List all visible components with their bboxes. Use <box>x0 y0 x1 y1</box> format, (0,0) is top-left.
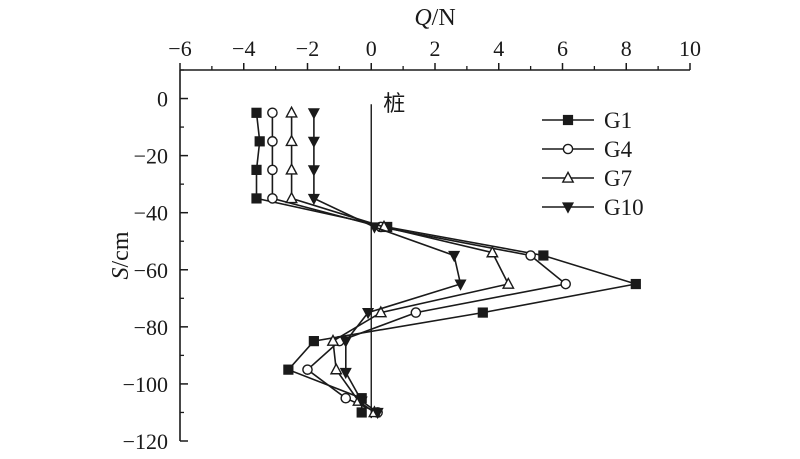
data-point-g4 <box>267 107 278 119</box>
legend-item-g1: G1 <box>542 108 632 133</box>
data-point-g10 <box>307 136 320 149</box>
pile-annotation: 桩 <box>383 92 405 117</box>
data-point-g10 <box>307 108 320 120</box>
data-point-g1 <box>477 307 488 318</box>
data-point-g10 <box>454 279 467 291</box>
data-point-g10 <box>368 222 381 234</box>
data-point-g1 <box>630 278 641 290</box>
data-point-g7 <box>329 362 343 375</box>
legend-label: G10 <box>604 195 644 220</box>
marker-open-triangle <box>561 170 575 183</box>
y-axis-title-rest: /cm <box>108 231 134 267</box>
legend-label: G4 <box>604 137 633 162</box>
data-point-g10 <box>339 336 352 348</box>
data-point-g7 <box>285 105 298 118</box>
y-axis-title: S/cm <box>108 231 134 279</box>
legend-label: G1 <box>604 108 632 133</box>
data-point-g4 <box>340 392 352 404</box>
data-point-g4 <box>267 193 278 204</box>
x-tick-label: 4 <box>493 36 504 61</box>
data-point-g10 <box>307 193 320 206</box>
legend-item-g10: G10 <box>542 195 644 220</box>
x-tick-label: 0 <box>366 36 377 61</box>
data-point-g4 <box>560 278 571 290</box>
data-point-g1 <box>538 250 549 261</box>
data-point-g1 <box>251 164 262 175</box>
legend-item-g4: G4 <box>542 137 633 162</box>
x-axis: −6 −4 −2 0 2 4 6 8 10 <box>168 36 701 71</box>
data-point-g1 <box>283 364 294 375</box>
x-tick-label: 10 <box>679 36 701 61</box>
data-point-g4 <box>267 164 278 176</box>
x-tick-label: −2 <box>296 36 319 61</box>
data-point-g1 <box>356 407 367 418</box>
data-point-g10 <box>371 407 384 420</box>
data-point-g7 <box>285 162 298 175</box>
series-g10 <box>307 108 467 420</box>
data-point-g10 <box>362 307 375 320</box>
x-axis-title-italic: Q <box>414 5 431 31</box>
x-tick-label: −4 <box>232 36 255 61</box>
data-point-g4 <box>525 250 536 261</box>
data-point-g10 <box>339 367 352 380</box>
y-tick-label: −20 <box>134 144 168 169</box>
data-point-g1 <box>251 193 262 204</box>
data-point-g1 <box>254 136 265 147</box>
y-axis: 0 −20 −40 −60 −80 −100 −120 <box>123 69 188 454</box>
data-point-g4 <box>410 307 422 318</box>
data-point-g10 <box>307 165 320 177</box>
series-g7 <box>285 105 515 418</box>
x-tick-label: −6 <box>168 36 191 61</box>
series-line-g10 <box>313 112 462 414</box>
data-point-g1 <box>251 107 262 118</box>
marker-open-circle <box>562 143 574 155</box>
y-tick-label: −120 <box>123 429 168 454</box>
data-point-g7 <box>486 245 499 258</box>
y-tick-label: 0 <box>157 87 168 112</box>
series-layer <box>251 105 641 420</box>
x-tick-label: 8 <box>621 36 632 61</box>
data-point-g7 <box>501 276 515 289</box>
data-point-g7 <box>285 191 298 204</box>
legend-label: G7 <box>604 166 632 191</box>
y-axis-title-italic: S <box>108 268 134 280</box>
x-tick-label: 6 <box>557 36 568 61</box>
data-point-g10 <box>355 396 368 408</box>
series-line-g4 <box>271 112 568 414</box>
marker-filled-triangle <box>561 202 575 214</box>
x-axis-title-rest: /N <box>432 5 456 31</box>
data-point-g4 <box>302 364 313 375</box>
legend-item-g7: G7 <box>542 166 632 191</box>
y-tick-label: −40 <box>134 201 168 226</box>
marker-filled-square <box>562 114 574 126</box>
y-tick-label: −80 <box>134 315 168 340</box>
x-tick-label: 2 <box>430 36 441 61</box>
data-point-g7 <box>285 134 298 147</box>
data-point-g1 <box>308 336 319 347</box>
data-point-g10 <box>448 250 461 263</box>
series-line-g7 <box>290 112 510 414</box>
data-point-g4 <box>267 136 278 147</box>
y-tick-label: −100 <box>123 372 168 397</box>
data-point-g7 <box>374 305 388 318</box>
y-tick-label: −60 <box>134 258 168 283</box>
x-axis-title: Q/N <box>414 5 455 31</box>
data-point-g7 <box>326 334 340 346</box>
